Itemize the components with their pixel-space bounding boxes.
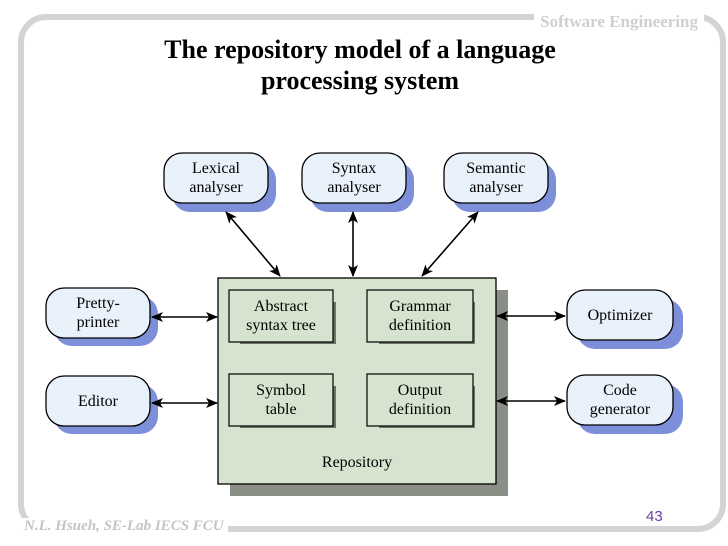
grammar-box [366,289,474,343]
syntax-analyser-label: Syntax analyser [327,160,381,196]
slide-frame [18,14,726,532]
slide-title: The repository model of a language proce… [164,35,556,95]
lexical-analyser-label: Lexical analyser [189,160,243,196]
syntax-analyser-box [301,152,407,204]
footer-author: N.L. Hsueh, SE-Lab IECS FCU [20,518,228,535]
abstract-syntax-tree-label: Abstract syntax tree [246,298,316,334]
symbol-table-label: Symbol table [256,382,306,418]
repository-label: Repository [321,453,393,471]
output-box [366,373,474,427]
optimizer-label: Optimizer [587,306,653,324]
pretty-printer-label: Pretty-printer [76,295,120,331]
ast-box [228,289,334,343]
pretty-printer-box [45,287,151,339]
lexical-analyser-box [163,152,269,204]
page-number: 43 [646,508,663,525]
arrow-lexical [225,211,281,277]
course-title: Software Engineering [534,12,704,32]
optimizer-box [566,289,674,341]
arrow-semantic [421,211,479,277]
code-generator-label: Code generator [589,382,651,418]
editor-box [45,375,151,427]
editor-label: Editor [78,392,118,410]
code-generator-box [566,374,674,426]
semantic-analyser-box [443,152,549,204]
symbol-box [228,373,334,427]
output-definition-label: Output definition [388,382,452,418]
grammar-definition-label: Grammar definition [388,298,452,334]
semantic-analyser-label: Semantic analyser [466,160,526,196]
